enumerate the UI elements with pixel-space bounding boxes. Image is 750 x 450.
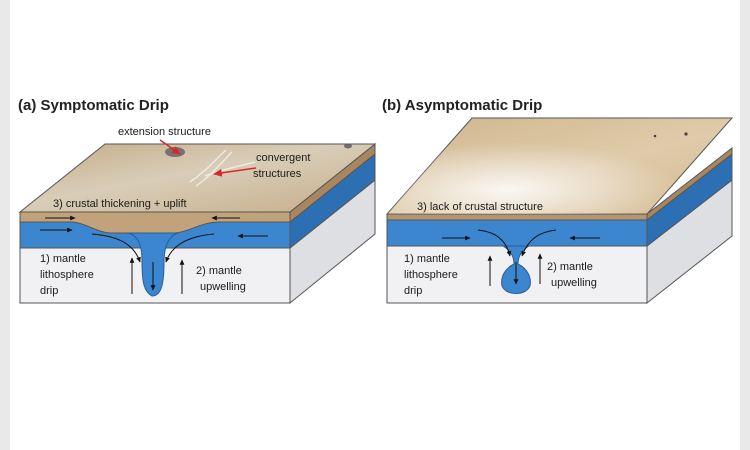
panel-a-labels: extension structure convergent structure… <box>40 126 310 297</box>
panel-a-dark-spot <box>165 147 185 157</box>
panel-a-extension-pointer <box>159 139 181 155</box>
panel-a-label-crust: 3) crustal thickening + uplift <box>53 198 187 210</box>
panel-a-label-upwelling-2: upwelling <box>200 281 246 293</box>
panel-b-dark-speck-2 <box>653 134 657 138</box>
panel-b-label-crust: 3) lack of crustal structure <box>417 201 543 213</box>
panel-b-surface-haze <box>387 118 732 214</box>
panel-b-block <box>385 117 734 305</box>
panel-b-label-drip-2: lithosphere <box>404 269 458 281</box>
panel-a-convergent-pointer <box>213 167 257 177</box>
panel-a-label-convergent-1: convergent <box>256 152 310 164</box>
panel-b-crust-front <box>386 213 648 221</box>
panel-a-label-extension: extension structure <box>118 126 211 138</box>
panel-b-label-upwelling-2: upwelling <box>551 277 597 289</box>
panel-b-labels: 3) lack of crustal structure 1) mantle l… <box>404 201 597 297</box>
panel-b-flow-arrows <box>442 229 600 286</box>
panel-a-convergent-ridges <box>189 149 256 187</box>
panel-a-label-upwelling-1: 2) mantle <box>196 265 242 277</box>
panel-a-title: (a) Symptomatic Drip <box>18 97 169 114</box>
panel-a-surface <box>18 143 377 213</box>
panel-b-label-drip-3: drip <box>404 285 422 297</box>
panel-a-block <box>18 142 377 305</box>
panel-b-lithosphere-front <box>386 219 648 247</box>
panel-a-label-convergent-2: structures <box>253 168 302 180</box>
panel-b-dark-speck-1 <box>684 132 688 136</box>
panel-b-label-drip-1: 1) mantle <box>404 253 450 265</box>
panel-b-title: (b) Asymptomatic Drip <box>382 97 543 114</box>
panel-a-label-drip-1: 1) mantle <box>40 253 86 265</box>
panel-b-label-upwelling-1: 2) mantle <box>547 261 593 273</box>
panel-a-flow-arrows <box>40 139 268 294</box>
panel-a-drip-arrow-right <box>165 233 215 263</box>
panel-b-drip-arrow-left <box>477 229 512 257</box>
panel-a-drip-arrow-left <box>91 233 141 263</box>
panel-a-label-drip-2: lithosphere <box>40 269 94 281</box>
panel-b-drip-arrow-right <box>521 229 557 257</box>
panel-a-label-drip-3: drip <box>40 285 58 297</box>
panel-a-dark-spot-2 <box>344 143 352 149</box>
